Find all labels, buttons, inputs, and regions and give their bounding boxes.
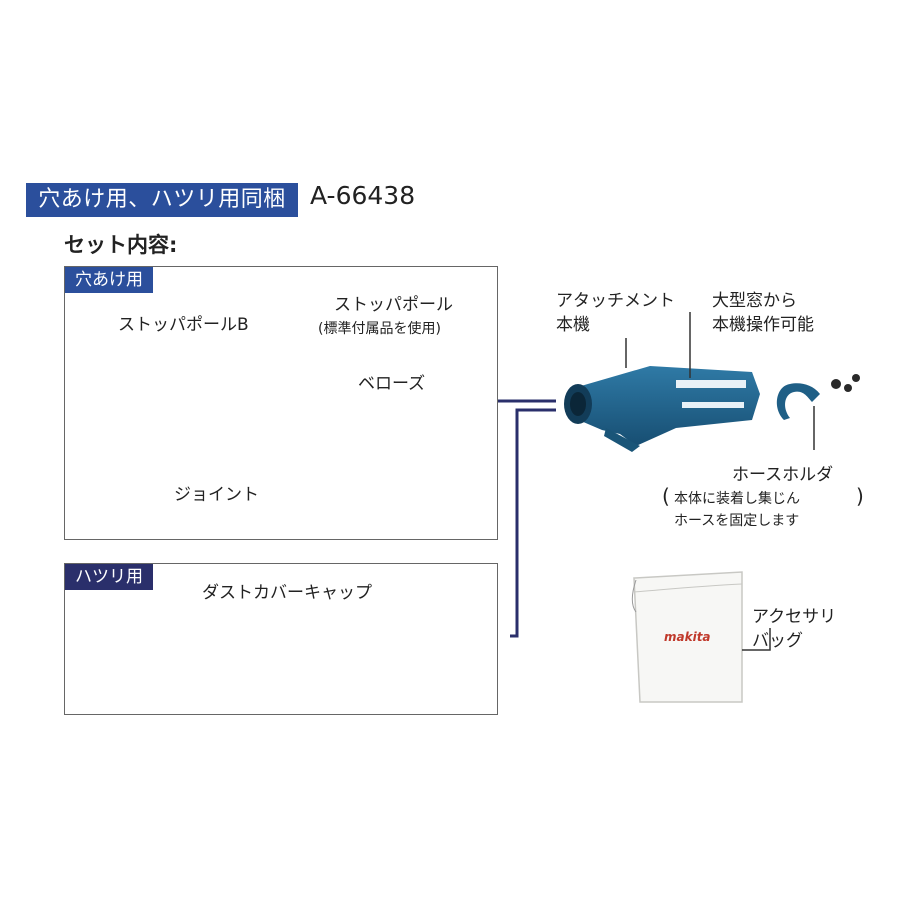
window-label-line2: 本機操作可能: [712, 315, 814, 335]
stopper-pole-note: (標準付属品を使用): [318, 321, 441, 337]
bag-logo: makita: [664, 630, 711, 644]
model-number: A-66438: [310, 181, 416, 210]
bag-pointer: [742, 628, 771, 651]
hose-holder-paren-left: (: [662, 484, 670, 508]
bag-label-line1: アクセサリ: [752, 607, 837, 627]
joint-label: ジョイント: [174, 485, 259, 505]
drilling-panel-label: 穴あけ用: [65, 267, 153, 293]
drilling-panel: [64, 266, 498, 540]
bag-label-line2: バッグ: [752, 631, 803, 651]
hose-holder: [776, 374, 860, 420]
accessory-bag: [631, 571, 743, 703]
attachment-label-line1: アタッチメント: [556, 291, 675, 311]
hose-holder-note-line2: ホースを固定します: [674, 513, 800, 529]
hose-holder-label: ホースホルダ: [732, 465, 834, 485]
attachment-body: [564, 366, 760, 452]
stopper-pole-b-label: ストッパポールB: [118, 315, 249, 335]
attachment-label-line2: 本機: [556, 315, 590, 335]
chipping-panel-label: ハツリ用: [65, 564, 153, 590]
bellows-label: ベローズ: [358, 374, 426, 394]
window-label-line1: 大型窓から: [712, 291, 797, 311]
set-contents-title: セット内容:: [64, 233, 178, 257]
bundle-badge: 穴あけ用、ハツリ用同梱: [26, 183, 298, 217]
connector-lines: [497, 399, 556, 638]
hose-holder-note-line1: 本体に装着し集じん: [674, 491, 800, 507]
hose-holder-paren-right: ): [856, 484, 864, 508]
stopper-pole-label: ストッパポール: [334, 295, 453, 315]
dust-cover-cap-label: ダストカバーキャップ: [202, 583, 372, 603]
